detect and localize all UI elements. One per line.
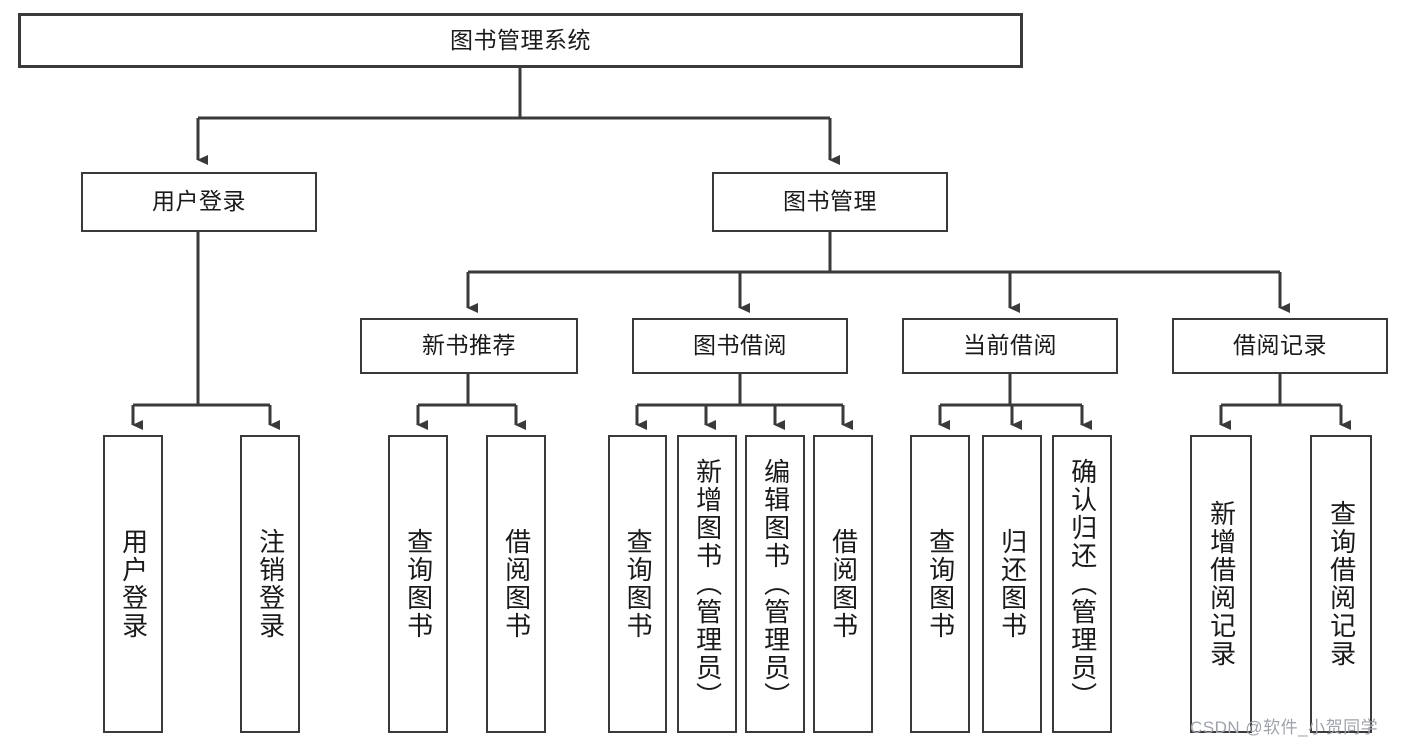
node-root-label: 图书管理系统 (450, 26, 591, 53)
leaf-query-borrow-record[interactable]: 查询借阅记录 (1310, 435, 1372, 733)
leaf-borrow-book-borrow-label: 借阅图书 (828, 528, 859, 640)
node-new-book-recommend-label: 新书推荐 (422, 332, 516, 359)
node-borrow-record-label: 借阅记录 (1233, 332, 1327, 359)
leaf-user-login[interactable]: 用户登录 (103, 435, 163, 733)
node-book-borrow[interactable]: 图书借阅 (632, 318, 848, 374)
node-borrow-record[interactable]: 借阅记录 (1172, 318, 1388, 374)
leaf-add-borrow-record[interactable]: 新增借阅记录 (1190, 435, 1252, 733)
leaf-logout-label: 注销登录 (255, 528, 286, 640)
node-book-management-label: 图书管理 (783, 188, 877, 215)
node-current-borrow-label: 当前借阅 (963, 332, 1057, 359)
leaf-confirm-return-admin[interactable]: 确认归还（管理员） (1052, 435, 1112, 733)
node-book-management[interactable]: 图书管理 (712, 172, 948, 232)
leaf-logout[interactable]: 注销登录 (240, 435, 300, 733)
node-book-borrow-label: 图书借阅 (693, 332, 787, 359)
csdn-watermark: CSDN @软件_小贺同学 (1190, 718, 1379, 737)
leaf-query-book-borrow-label: 查询图书 (623, 528, 654, 640)
leaf-query-book-current[interactable]: 查询图书 (910, 435, 970, 733)
leaf-query-book-borrow[interactable]: 查询图书 (608, 435, 667, 733)
leaf-query-borrow-record-label: 查询借阅记录 (1326, 500, 1357, 668)
node-root[interactable]: 图书管理系统 (18, 13, 1023, 68)
leaf-query-book-newbook[interactable]: 查询图书 (388, 435, 448, 733)
node-user-login-label: 用户登录 (152, 188, 246, 215)
leaf-borrow-book-newbook-label: 借阅图书 (501, 528, 532, 640)
leaf-return-book-label: 归还图书 (997, 528, 1028, 640)
leaf-borrow-book-borrow[interactable]: 借阅图书 (813, 435, 873, 733)
leaf-confirm-return-admin-label: 确认归还（管理员） (1067, 458, 1098, 710)
leaf-add-borrow-record-label: 新增借阅记录 (1206, 500, 1237, 668)
leaf-borrow-book-newbook[interactable]: 借阅图书 (486, 435, 546, 733)
leaf-edit-book-admin[interactable]: 编辑图书（管理员） (745, 435, 805, 733)
leaf-add-book-admin[interactable]: 新增图书（管理员） (677, 435, 737, 733)
leaf-query-book-newbook-label: 查询图书 (403, 528, 434, 640)
leaf-return-book[interactable]: 归还图书 (982, 435, 1042, 733)
node-new-book-recommend[interactable]: 新书推荐 (360, 318, 578, 374)
leaf-user-login-label: 用户登录 (118, 528, 149, 640)
leaf-edit-book-admin-label: 编辑图书（管理员） (760, 458, 791, 710)
leaf-add-book-admin-label: 新增图书（管理员） (692, 458, 723, 710)
leaf-query-book-current-label: 查询图书 (925, 528, 956, 640)
node-user-login[interactable]: 用户登录 (81, 172, 317, 232)
node-current-borrow[interactable]: 当前借阅 (902, 318, 1118, 374)
